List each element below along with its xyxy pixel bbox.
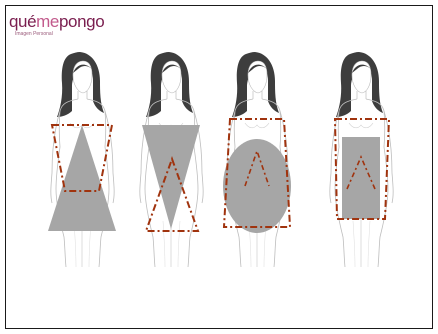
figure-3	[223, 52, 291, 267]
figure-4	[330, 52, 393, 267]
figure-1	[48, 52, 116, 267]
figure-2	[140, 52, 203, 267]
